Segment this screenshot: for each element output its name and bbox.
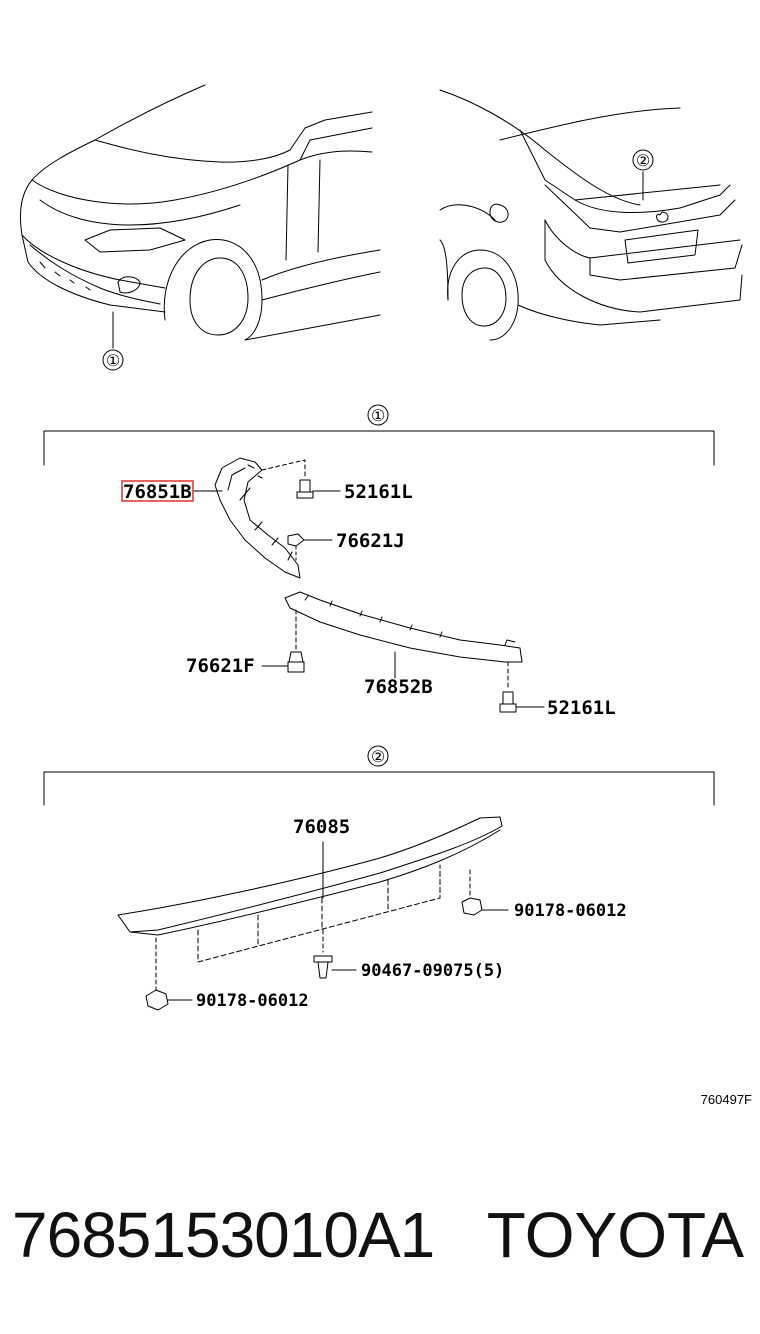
part-label-76852b: 76852B — [364, 676, 433, 698]
footer-brand: TOYOTA — [486, 1199, 744, 1271]
part-label-76621j: 76621J — [336, 530, 405, 552]
part-label-90178-left: 90178-06012 — [196, 991, 309, 1011]
part-label-52161l-top: 52161L — [344, 481, 413, 503]
callout-1-label: ① — [106, 351, 120, 370]
footer: 7685153010A1 TOYOTA — [0, 1190, 760, 1280]
rear-car-illustration — [439, 89, 743, 341]
part-label-76085: 76085 — [293, 816, 350, 838]
group-2-label: ② — [371, 747, 385, 766]
front-car-illustration — [19, 84, 381, 341]
part-label-52161l-bottom: 52161L — [547, 697, 616, 719]
part-label-76621f: 76621F — [186, 655, 255, 677]
part-label-76851b: 76851B — [123, 481, 192, 503]
part-label-90467: 90467-09075(5) — [361, 961, 504, 981]
group-1-label: ① — [371, 406, 385, 425]
callout-2-label: ② — [636, 151, 650, 170]
part-label-90178-right: 90178-06012 — [514, 901, 627, 921]
footer-part-number: 7685153010A1 — [12, 1199, 435, 1271]
figure-code: 760497F — [701, 1092, 752, 1107]
highlight-box — [121, 480, 194, 502]
